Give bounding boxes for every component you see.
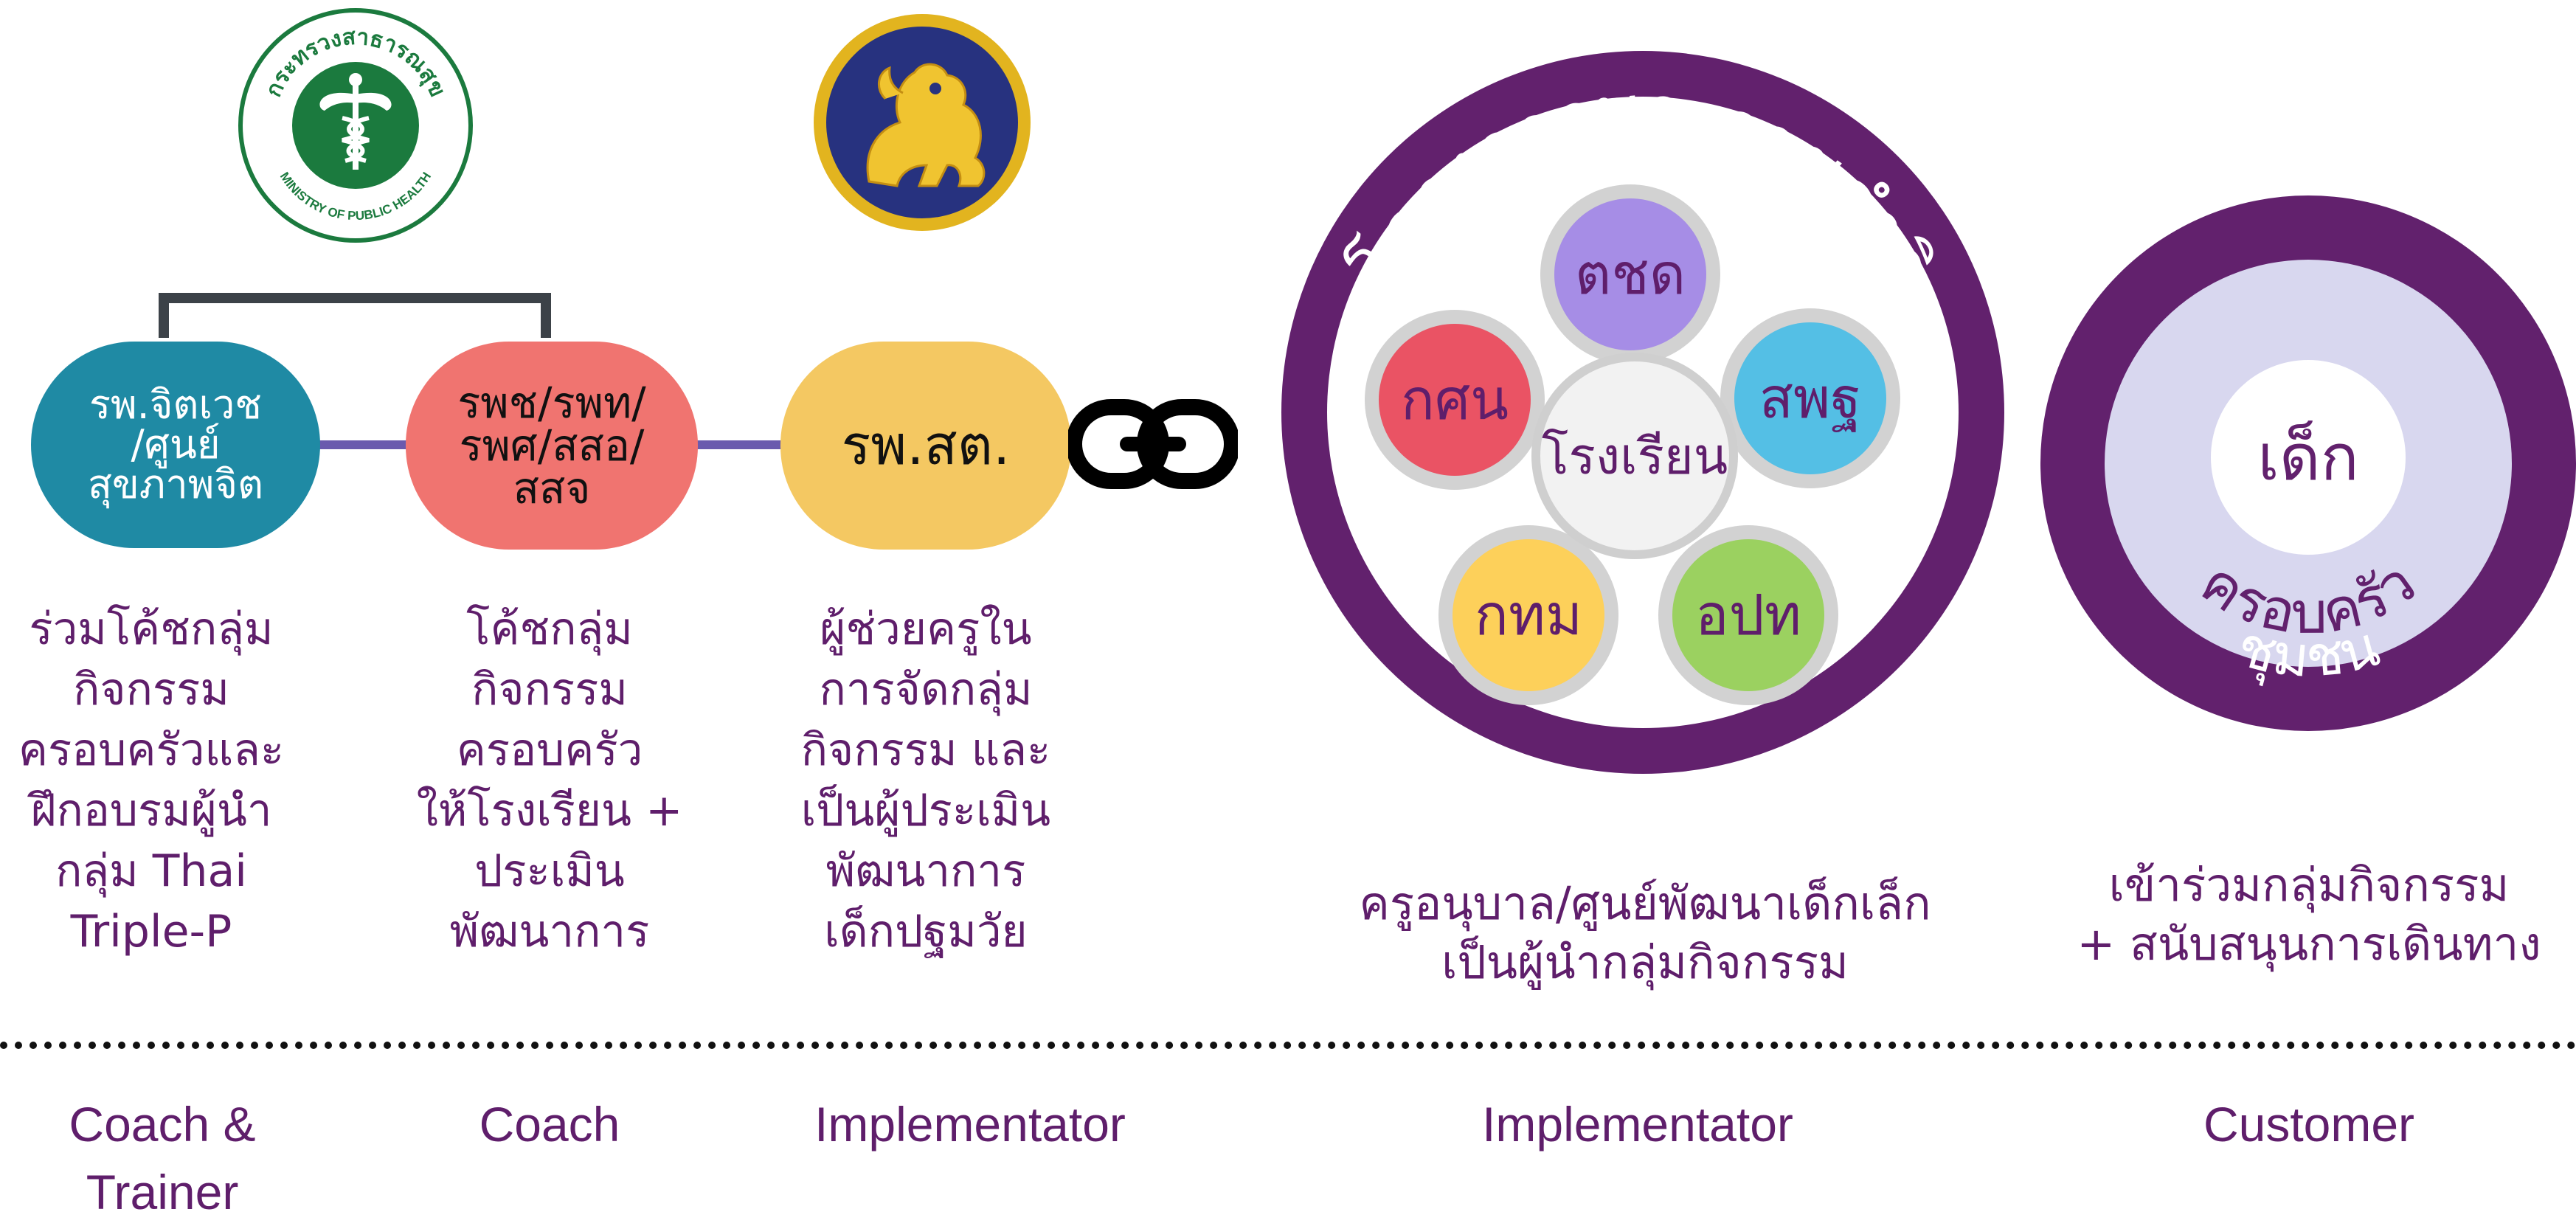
government-seal <box>811 12 1033 233</box>
desc-line: เข้าร่วมกลุ่มกิจกรรม <box>2108 858 2510 912</box>
desc-line: พัฒนาการ <box>825 845 1026 897</box>
dotted-divider <box>0 1042 2576 1049</box>
actor-pill-health-center: รพ.สต. <box>780 342 1071 550</box>
child-label: เด็ก <box>2257 420 2358 495</box>
petal-label: ตชด <box>1554 198 1706 350</box>
petal-label: สพฐ <box>1734 322 1886 474</box>
desc-line: กิจกรรม <box>73 664 229 716</box>
desc-line: ครอบครัวและ <box>18 724 285 776</box>
desc-line: ฝึกอบรมผู้นำ <box>30 785 272 837</box>
role-label: Customer <box>2203 1097 2415 1151</box>
desc-line: การจัดกลุ่ม <box>819 664 1033 716</box>
desc-line: ร่วมโค้ชกลุ่ม <box>29 603 274 655</box>
actor-label-line: สสจ <box>513 463 591 513</box>
desc-line: กิจกรรม <box>471 664 628 716</box>
bracket-line <box>159 293 551 338</box>
desc-line: โค้ชกลุ่ม <box>466 603 633 655</box>
school-center: โรงเรียน <box>1531 353 1738 559</box>
petal-label: อปท <box>1672 539 1824 691</box>
actor-label-line: รพศ/สสอ/ <box>459 420 645 471</box>
caduceus-icon <box>319 73 392 170</box>
role-label: Coach <box>479 1097 620 1151</box>
chain-link-icon <box>1066 398 1240 491</box>
desc-line: เป็นผู้ประเมิน <box>800 785 1051 837</box>
petal-obec: สพฐ <box>1720 308 1900 488</box>
desc-line: กิจกรรม และ <box>800 724 1051 776</box>
connectors <box>159 293 786 449</box>
petal-bma: กทม <box>1438 525 1618 705</box>
actor-label-line: รพ.สต. <box>841 414 1011 477</box>
role-label: Implementator <box>1482 1097 1793 1151</box>
svg-text:ชุมชน: ชุมชน <box>2230 613 2386 690</box>
desc-line: พัฒนาการ <box>449 906 650 957</box>
school-label: โรงเรียน <box>1540 361 1729 550</box>
community-label: ชุมชน <box>2230 613 2386 690</box>
actor-pill-psychiatric-hospital: รพ.จิตเวช /ศูนย์ สุขภาพจิต <box>31 342 320 548</box>
actor-label-line: รพช/รพท/ <box>457 378 646 428</box>
petal-label: กทม <box>1453 539 1604 691</box>
desc-line: ครอบครัว <box>456 724 643 776</box>
petal-nfe: กศน <box>1365 310 1545 490</box>
moph-logo: กระทรวงสาธารณสุข MINISTRY OF PUBLIC HEAL… <box>238 7 474 243</box>
petal-label: กศน <box>1379 324 1531 476</box>
royal-project-description: ครูอนุบาล/ศูนย์พัฒนาเด็กเล็ก เป็นผู้นำกล… <box>1313 874 1977 992</box>
desc-line: + สนับสนุนการเดินทาง <box>2077 917 2541 971</box>
lion-seal-icon <box>866 63 986 187</box>
actor-label-line: สุขภาพจิต <box>87 461 264 508</box>
petal-bpp: ตชด <box>1540 184 1720 364</box>
desc-line: กลุ่ม Thai <box>55 845 247 897</box>
actor-label-line: รพ.จิตเวช <box>89 381 262 428</box>
role-label: Coach & Trainer <box>69 1097 256 1219</box>
desc-line: ผู้ช่วยครูใน <box>820 603 1032 655</box>
actor-pill-hospitals: รพช/รพท/ รพศ/สสอ/ สสจ <box>406 342 698 550</box>
actor-description: โค้ชกลุ่ม กิจกรรม ครอบครัว ให้โรงเรียน +… <box>398 599 701 962</box>
desc-line: Triple-P <box>70 906 232 957</box>
desc-line: ให้โรงเรียน + <box>416 785 683 837</box>
desc-line: เด็กปฐมวัย <box>824 906 1028 957</box>
role-label: Implementator <box>814 1097 1126 1151</box>
community-description: เข้าร่วมกลุ่มกิจกรรม + สนับสนุนการเดินทา… <box>2036 856 2576 974</box>
actor-description: ร่วมโค้ชกลุ่ม กิจกรรม ครอบครัวและ ฝึกอบร… <box>0 599 302 962</box>
petal-lao: อปท <box>1658 525 1838 705</box>
actor-description: ผู้ช่วยครูใน การจัดกลุ่ม กิจกรรม และ เป็… <box>775 599 1077 962</box>
actor-label-line: /ศูนย์ <box>131 421 221 468</box>
desc-line: ประเมิน <box>474 845 625 897</box>
desc-line: เป็นผู้นำกลุ่มกิจกรรม <box>1441 935 1849 989</box>
community-circles: ครอบครัว ชุมชน เด็ก <box>2040 195 2576 731</box>
desc-line: ครูอนุบาล/ศูนย์พัฒนาเด็กเล็ก <box>1359 876 1931 930</box>
